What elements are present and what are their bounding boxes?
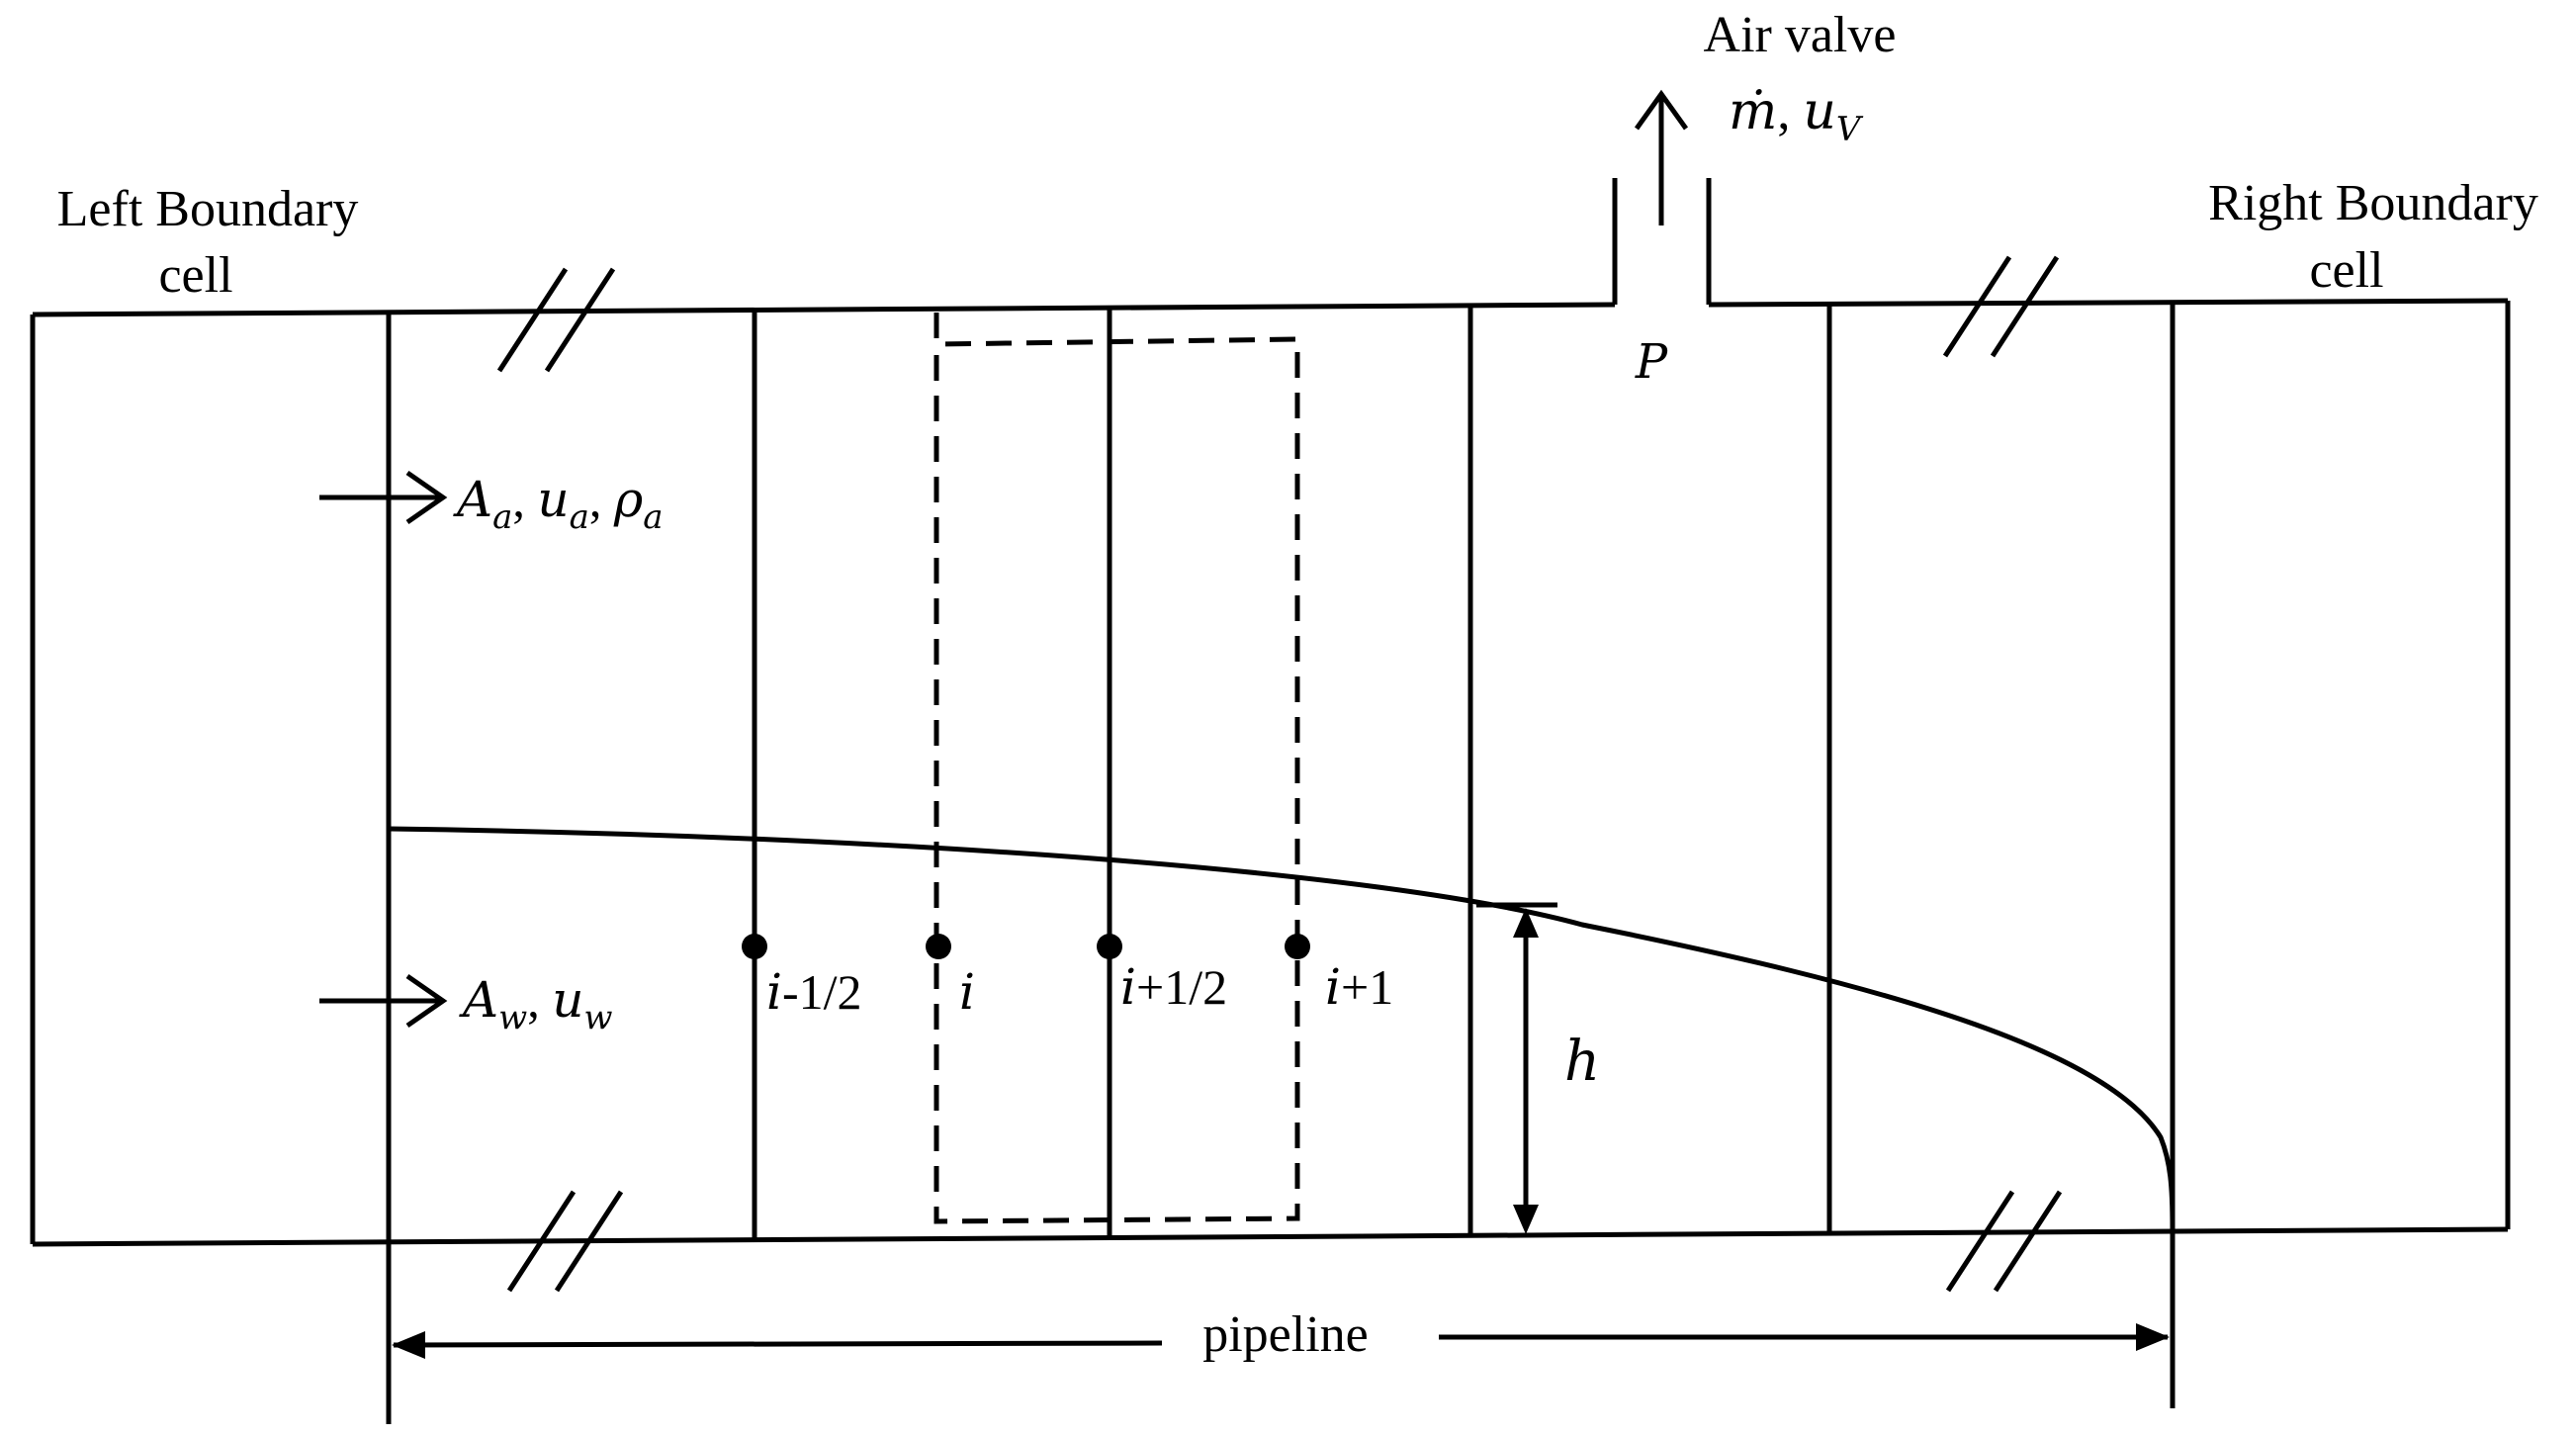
break-mark-top-left-2 [544,267,616,373]
node-label-i-minus-half: i-1/2 [766,963,862,1021]
pipeline-dim-left-segment [393,1340,1163,1348]
water-inflow-arrow-head [405,973,448,1029]
break-mark-bottom-left-2 [554,1190,624,1293]
node-label-i-plus-one: i+1 [1325,958,1393,1016]
pipeline-dim-arrow-left [392,1331,425,1359]
node-label-i-plus-half: i+1/2 [1120,958,1227,1016]
pipeline-dimension [392,1323,2170,1359]
break-mark-bottom-left-1 [506,1190,577,1293]
depth-arrow-head-top [1513,908,1539,938]
node-dots [742,934,1310,959]
pipe-top-wall-left [32,302,1616,317]
pipeline-dim-arrow-right [2136,1323,2170,1351]
air-inflow-arrow-head [405,470,448,525]
depth-arrow-head-bottom [1513,1205,1539,1234]
pipe-outline [30,298,2511,1247]
node-label-i: i [959,963,975,1021]
water-surface-curve [388,826,2176,1229]
pipe-bottom-wall [32,1226,2509,1247]
node-dot-i-minus-half [742,934,767,959]
left-boundary-label-line1: Left Boundary [57,181,359,237]
control-volume-box [933,313,1300,1224]
break-mark-top-right-2 [1990,255,2060,358]
break-mark-bottom-right-2 [1993,1190,2063,1293]
air-valve-label: Air valve [1704,7,1897,63]
depth-dimension [1476,902,1557,1234]
break-mark-top-right-1 [1942,255,2012,358]
node-dot-i-plus-one [1285,934,1310,959]
left-boundary-label-line2: cell [158,247,232,304]
node-dot-i [926,934,951,959]
right-boundary-label-line2: cell [2309,242,2383,299]
break-mark-bottom-right-1 [1945,1190,2015,1293]
break-mark-top-left-1 [496,267,569,373]
pipeline-label: pipeline [1202,1306,1369,1363]
cell-boundaries [386,303,2176,1424]
water-inflow-label: Aw, uw [459,971,613,1037]
air-inflow-label: Aa, ua, ρa [453,471,664,537]
valve-outflow-arrow-head [1634,89,1689,131]
break-marks [496,255,2063,1293]
node-dot-i-plus-half [1097,934,1122,959]
air-valve-neck [1612,89,1712,305]
pipe-top-wall-right [1708,298,2509,308]
control-volume [933,313,1300,1224]
depth-label: h [1564,1030,1600,1094]
air-valve-flow-label: ṁ, uV [1729,82,1864,149]
inflow-arrows [319,470,448,1029]
right-boundary-label-line1: Right Boundary [2208,175,2538,231]
pressure-label: P [1635,334,1668,390]
